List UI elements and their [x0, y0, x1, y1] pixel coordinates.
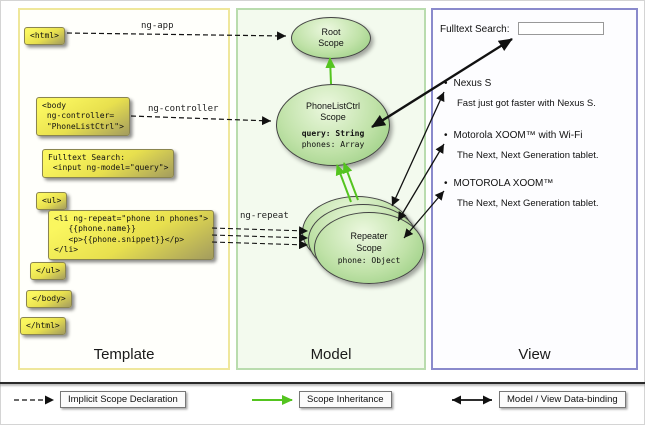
- bullet-icon: •: [444, 178, 448, 189]
- phonelistctrl-scope-ellipse: PhoneListCtrl Scope query: String phones…: [276, 84, 390, 166]
- fulltext-search-input[interactable]: [518, 22, 604, 35]
- model-panel-title: Model: [310, 346, 352, 363]
- view-item-desc: The Next, Next Generation tablet.: [457, 198, 599, 209]
- view-item-title: MOTOROLA XOOM™: [453, 178, 554, 189]
- code-box-ul-close: </ul>: [30, 262, 67, 281]
- repeater-scope-ellipse-front: Repeater Scope phone: Object: [314, 212, 424, 284]
- ng-app-label: ng-app: [141, 21, 174, 31]
- legend-divider: [0, 382, 645, 384]
- template-panel: Template: [18, 8, 230, 370]
- ng-controller-label: ng-controller: [148, 104, 219, 114]
- phonelistctrl-phones-prop: phones: Array: [301, 140, 365, 150]
- code-box-body-close: </body>: [26, 290, 72, 309]
- code-box-ul-open: <ul>: [36, 192, 68, 211]
- view-search-label: Fulltext Search:: [440, 24, 510, 35]
- code-box-li-repeat: <li ng-repeat="phone in phones"> {{phone…: [48, 210, 215, 260]
- view-item-desc: The Next, Next Generation tablet.: [457, 150, 599, 161]
- phonelistctrl-scope-label: PhoneListCtrl Scope: [305, 100, 361, 122]
- legend-binding-label: Model / View Data-binding: [499, 391, 626, 408]
- view-list-item-3: • MOTOROLA XOOM™ The Next, Next Generatio…: [444, 178, 634, 209]
- view-panel-title: View: [518, 346, 551, 363]
- root-scope-ellipse: Root Scope: [291, 17, 371, 59]
- legend-inheritance-label: Scope Inheritance: [299, 391, 392, 408]
- model-panel: Model: [236, 8, 426, 370]
- code-box-body-open: <body ng-controller= "PhoneListCtrl">: [36, 97, 130, 137]
- ng-repeat-label: ng-repeat: [240, 211, 289, 221]
- repeater-scope-label: Repeater Scope: [350, 231, 388, 253]
- code-box-html-open: <html>: [24, 27, 65, 46]
- phonelistctrl-query-prop: query: String: [301, 129, 365, 139]
- view-item-desc: Fast just got faster with Nexus S.: [457, 98, 596, 109]
- view-item-title: Nexus S: [453, 78, 492, 89]
- repeater-phone-prop: phone: Object: [337, 255, 401, 265]
- template-panel-title: Template: [93, 346, 155, 363]
- view-list-item-2: • Motorola XOOM™ with Wi-Fi The Next, Nex…: [444, 130, 634, 161]
- view-list-item-1: • Nexus S Fast just got faster with Nexus…: [444, 78, 634, 109]
- code-box-fulltext-input: Fulltext Search: <input ng-model="query"…: [42, 149, 175, 178]
- view-item-title: Motorola XOOM™ with Wi-Fi: [453, 130, 583, 141]
- root-scope-label: Root Scope: [318, 26, 344, 48]
- code-box-html-close: </html>: [20, 317, 66, 336]
- bullet-icon: •: [444, 130, 448, 141]
- legend-implicit-label: Implicit Scope Declaration: [60, 391, 186, 408]
- bullet-icon: •: [444, 78, 448, 89]
